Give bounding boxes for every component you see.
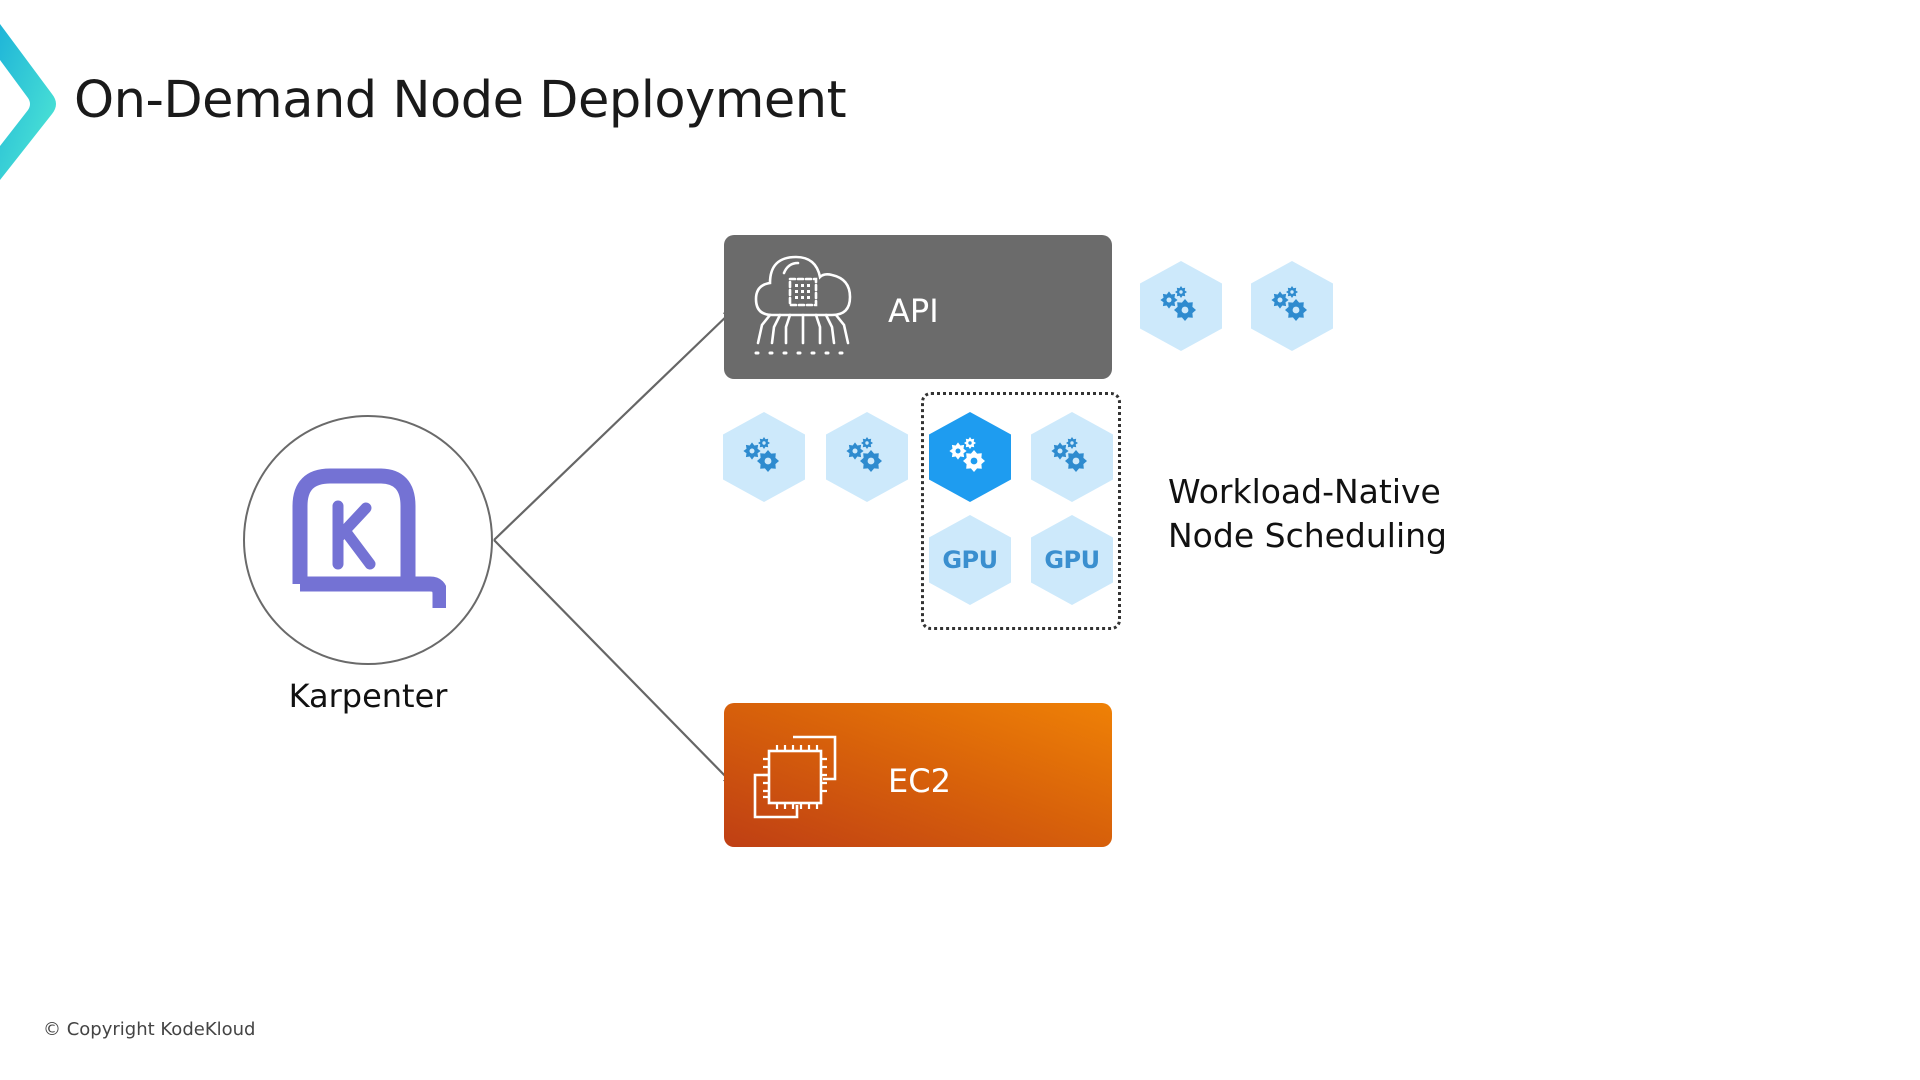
gpu-node-group-boundary — [921, 392, 1121, 630]
ec2-label: EC2 — [888, 762, 951, 800]
pending-pod-hexagon — [1140, 261, 1222, 351]
gears-icon — [846, 437, 882, 472]
brand-chevron-logo — [0, 24, 56, 180]
scheduled-pod-hexagon-highlighted — [929, 412, 1011, 502]
ec2-target-box: EC2 — [724, 703, 1112, 847]
api-target-box: API — [724, 235, 1112, 379]
gpu-pod-hexagon: GPU — [929, 515, 1011, 605]
karpenter-node — [243, 415, 493, 665]
karpenter-logo-icon — [292, 468, 446, 608]
annotation-line-1: Workload-Native — [1168, 472, 1441, 511]
copyright-footer: © Copyright KodeKloud — [43, 1019, 256, 1040]
arrow-to-ec2 — [493, 539, 734, 785]
karpenter-label: Karpenter — [288, 677, 448, 715]
pod-hexagon — [723, 412, 805, 502]
cloud-chip-icon — [754, 255, 854, 355]
gears-icon — [1271, 286, 1307, 321]
gears-icon — [743, 437, 779, 472]
scheduling-annotation: Workload-Native Node Scheduling — [1168, 470, 1447, 558]
arrow-to-api — [493, 309, 734, 541]
gpu-label: GPU — [1044, 546, 1100, 574]
api-label: API — [888, 292, 939, 330]
pod-hexagon — [826, 412, 908, 502]
pod-hexagon — [1031, 412, 1113, 502]
gpu-label: GPU — [942, 546, 998, 574]
gears-icon — [949, 437, 985, 472]
pending-pod-hexagon — [1251, 261, 1333, 351]
gpu-pod-hexagon: GPU — [1031, 515, 1113, 605]
page-title: On-Demand Node Deployment — [74, 71, 847, 130]
gears-icon — [1051, 437, 1087, 472]
gears-icon — [1160, 286, 1196, 321]
ec2-chip-icon — [753, 735, 837, 819]
annotation-line-2: Node Scheduling — [1168, 516, 1447, 555]
